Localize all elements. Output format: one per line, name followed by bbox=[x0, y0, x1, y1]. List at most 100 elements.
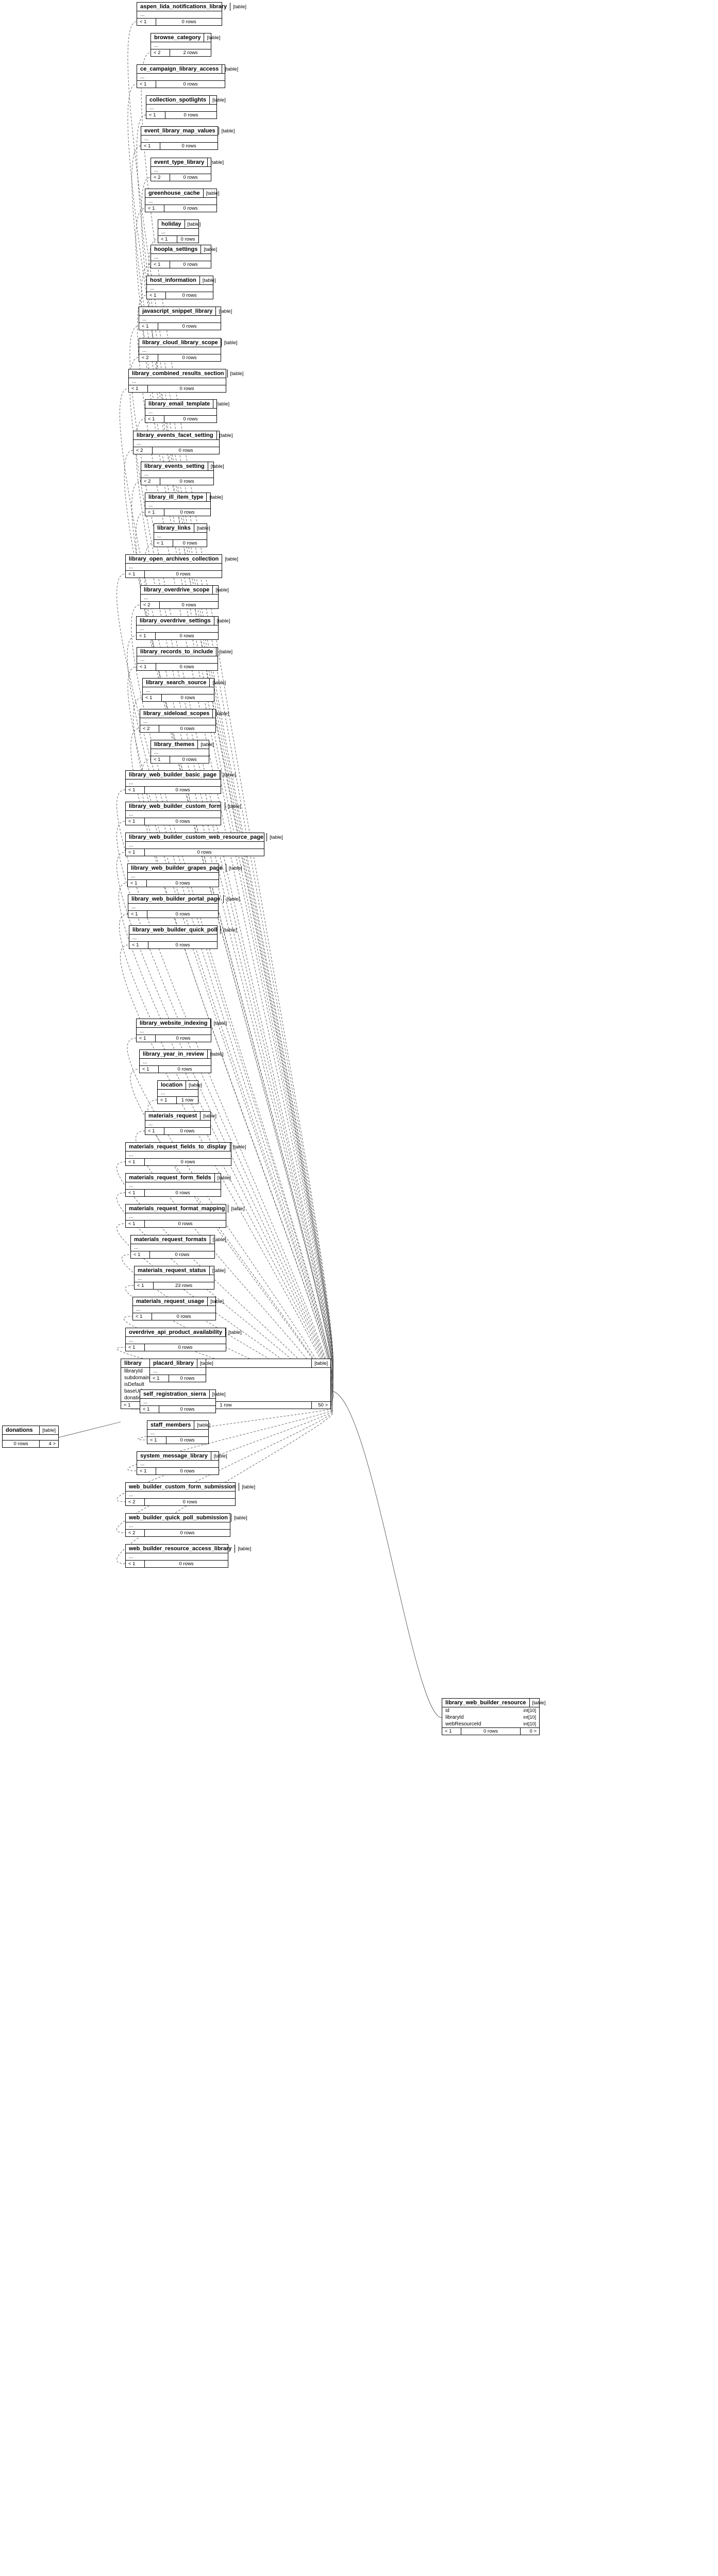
table-web-builder-quick-poll-submission[interactable]: web_builder_quick_poll_submission[table]… bbox=[125, 1513, 247, 1537]
table-header: library_open_archives_collection[table] bbox=[126, 555, 238, 564]
table-materials-request-fields-to-display[interactable]: materials_request_fields_to_display[tabl… bbox=[125, 1142, 246, 1166]
table-web-builder-resource-access-library[interactable]: web_builder_resource_access_library[tabl… bbox=[125, 1544, 251, 1568]
table-materials-request-format-mapping[interactable]: materials_request_format_mapping[table].… bbox=[125, 1204, 244, 1228]
table-tag: [table] bbox=[230, 3, 249, 11]
rowcount-parents: < 1 bbox=[128, 880, 147, 887]
table-tag: [table] bbox=[194, 1421, 213, 1429]
rowcount-total: 1 row bbox=[181, 1097, 194, 1103]
table-overdrive-api-product-availability[interactable]: overdrive_api_product_availability[table… bbox=[125, 1328, 242, 1351]
table-name: event_library_map_values bbox=[144, 128, 215, 134]
rowcount-total: 0 rows bbox=[180, 1376, 195, 1381]
table-tag: [table] bbox=[212, 586, 231, 594]
table-body: ... bbox=[145, 409, 216, 415]
table-library-open-archives-collection[interactable]: library_open_archives_collection[table].… bbox=[125, 554, 238, 578]
rowcount-parents: < 2 bbox=[151, 49, 170, 56]
table-web-builder-custom-form-submission[interactable]: web_builder_custom_form_submission[table… bbox=[125, 1482, 255, 1506]
rowcount-total: 0 rows bbox=[178, 1221, 193, 1227]
table-aspen-lida-notifications-library[interactable]: aspen_lida_notifications_library[table].… bbox=[137, 2, 246, 26]
table-name: library_website_indexing bbox=[140, 1020, 208, 1026]
table-tag: [table] bbox=[212, 709, 231, 718]
table-tag: [table] bbox=[213, 617, 233, 625]
rowcount-children: 0 > bbox=[520, 1728, 539, 1735]
rowcount-total: 0 rows bbox=[175, 880, 190, 886]
table-library-web-builder-custom-web-resource-page[interactable]: library_web_builder_custom_web_resource_… bbox=[125, 833, 283, 856]
table-header: library_web_builder_custom_web_resource_… bbox=[126, 833, 283, 842]
rowcount-total: 0 rows bbox=[197, 850, 212, 855]
table-body: ... bbox=[151, 167, 211, 174]
columns-collapsed: ... bbox=[140, 12, 145, 18]
rowcount-children: 4 > bbox=[39, 1440, 58, 1447]
table-library-web-builder-portal-page[interactable]: library_web_builder_portal_page[table]..… bbox=[128, 894, 240, 918]
columns-collapsed: ... bbox=[157, 533, 162, 539]
rowcount-parents: < 1 bbox=[137, 1468, 156, 1475]
table-tag: [table] bbox=[209, 679, 228, 687]
columns-collapsed: ... bbox=[151, 1430, 155, 1436]
table-name: library_web_builder_custom_form bbox=[129, 803, 222, 809]
table-donations[interactable]: donations [table] 0 rows 4 > bbox=[2, 1426, 59, 1448]
rowcount-total: 0 rows bbox=[176, 571, 191, 577]
columns-collapsed: ... bbox=[143, 719, 148, 724]
table-body: ... bbox=[126, 779, 221, 786]
column-name: libraryId bbox=[445, 1715, 464, 1720]
table-header: event_library_map_values[table] bbox=[141, 127, 235, 135]
rowcount-total: 1 row bbox=[220, 1402, 232, 1408]
table-library-web-builder-custom-form[interactable]: library_web_builder_custom_form[table]..… bbox=[125, 802, 241, 825]
table-library-web-builder-grapes-page[interactable]: library_web_builder_grapes_page[table]..… bbox=[127, 863, 242, 887]
columns-collapsed: ... bbox=[148, 198, 153, 204]
table-materials-request-form-fields[interactable]: materials_request_form_fields[table]...<… bbox=[125, 1173, 230, 1197]
rowcount-total: 0 rows bbox=[182, 293, 197, 298]
table-body: ... bbox=[143, 687, 214, 694]
rowcount-total: 2 rows bbox=[183, 50, 198, 56]
table-library-web-builder-quick-poll[interactable]: library_web_builder_quick_poll[table]...… bbox=[129, 925, 237, 949]
table-library-events-facet-setting[interactable]: library_events_facet_setting[table]...< … bbox=[133, 431, 232, 454]
table-rowcount: < 1 0 rows bbox=[128, 879, 219, 887]
table-name: materials_request_form_fields bbox=[129, 1175, 211, 1181]
table-header: materials_request_format_mapping[table] bbox=[126, 1205, 244, 1213]
table-name: placard_library bbox=[153, 1360, 194, 1366]
table-library-web-builder-basic-page[interactable]: library_web_builder_basic_page[table]...… bbox=[125, 770, 236, 794]
table-header: self_registration_sierra[table] bbox=[140, 1390, 226, 1399]
table-library-combined-results-section[interactable]: library_combined_results_section[table].… bbox=[128, 369, 243, 393]
table-library-cloud-library-scope[interactable]: library_cloud_library_scope[table]...< 2… bbox=[139, 338, 238, 362]
rowcount-parents: < 2 bbox=[133, 447, 153, 454]
